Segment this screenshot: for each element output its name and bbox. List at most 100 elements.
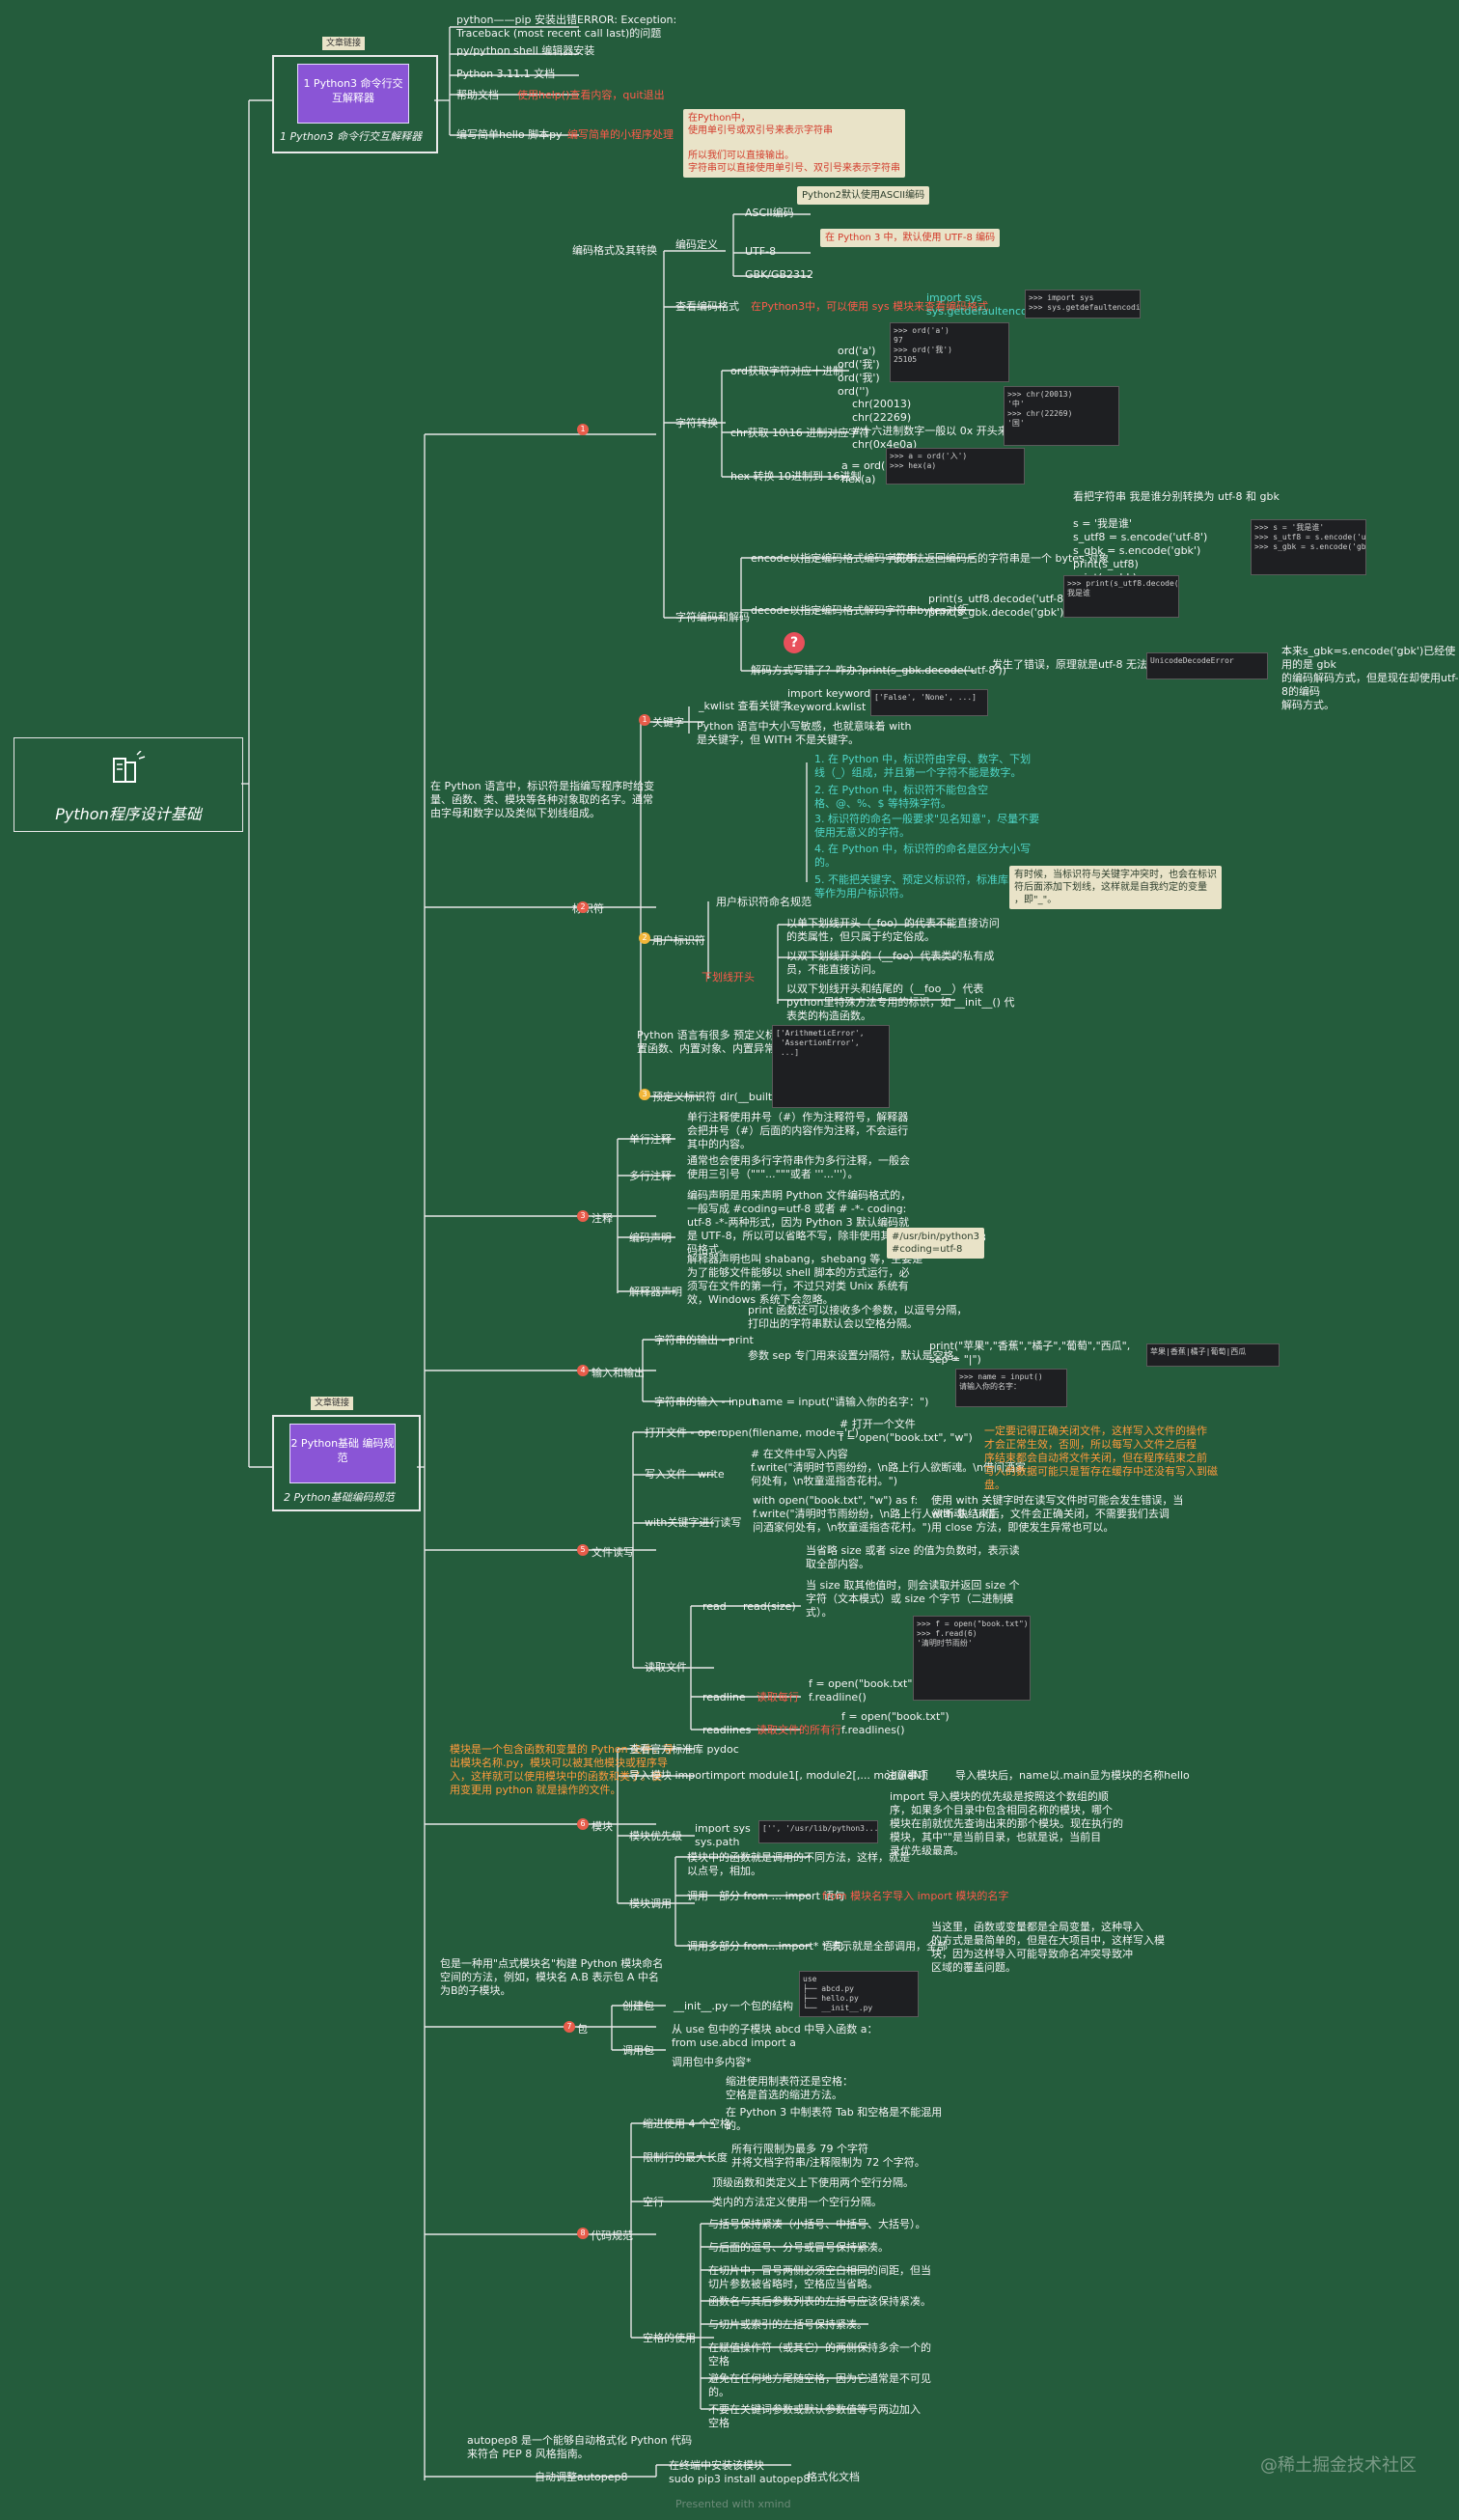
topic-c8d5[interactable]: 与切片或索引的左括号保持紧凑。 [708, 2318, 867, 2331]
topic-c4a1[interactable]: print 函数还可以接收多个参数，以逗号分隔， 打印出的字符串默认会以空格分隔… [748, 1304, 968, 1330]
topic-c6d3[interactable]: 调用多部分 from...import* 语句 [687, 1940, 843, 1952]
topic-c1d3v[interactable]: print(s_gbk.decode('utf-8')) [862, 664, 1006, 677]
section-2-link-tag[interactable]: 文章链接 [311, 1397, 354, 1410]
topic-c7b2[interactable]: 调用包中多内容* [672, 2056, 752, 2068]
topic-c8d6[interactable]: 在赋值操作符（或其它）的两侧保持多余一个的 空格 [708, 2341, 931, 2368]
topic-c1a3[interactable]: GBK/GB2312 [745, 268, 814, 281]
topic-c8a[interactable]: 缩进使用 4 个空格 [643, 2118, 730, 2130]
section-1-link-tag[interactable]: 文章链接 [322, 37, 366, 50]
topic-t7[interactable]: 编写简单的小程序处理 [567, 128, 674, 141]
topic-c8d3[interactable]: 在切片中，冒号两侧必须空白相同的间距，但当 切片参数被省略时，空格应当省略。 [708, 2264, 931, 2290]
topic-c8d1[interactable]: 与括号保持紧凑（小括号、中括号、大括号）。 [708, 2218, 926, 2230]
topic-c5d2a[interactable]: 读取每行 [757, 1691, 799, 1703]
topic-c6b[interactable]: 导入模块 import [629, 1769, 710, 1782]
topic-c7[interactable]: 包 [577, 2023, 588, 2035]
topic-c1d3b[interactable]: 本来s_gbk=s.encode('gbk')已经使用的是 gbk 的编码解码方… [1281, 645, 1459, 711]
topic-c1a2[interactable]: UTF-8 [745, 245, 777, 258]
topic-c6d3b[interactable]: 当这里，函数或变量都是全局变量，这种导入 的方式是最简单的，但是在大项目中，这样… [931, 1921, 1165, 1974]
topic-c3b1[interactable]: 通常也会使用多行字符串作为多行注释，一般会 使用三引号（"""..."""或者 … [687, 1154, 910, 1180]
topic-c8d8[interactable]: 不要在关键词参数或默认参数值等号两边加入 空格 [708, 2403, 921, 2429]
section-1-card[interactable]: 1 Python3 命令行交互解释器 [297, 64, 409, 124]
topic-c2b2[interactable]: 2. 在 Python 中，标识符不能包含空 格、@、%、$ 等特殊字符。 [814, 784, 989, 810]
section-2-card[interactable]: 2 Python基础 编码规范 [289, 1424, 396, 1483]
topic-c2b[interactable]: 用户标识符 [652, 934, 705, 947]
topic-c4a[interactable]: 字符串的输出 - print [654, 1334, 754, 1346]
topic-c6c[interactable]: 模块优先级 [629, 1830, 682, 1842]
topic-c8b1[interactable]: 所有行限制为最多 79 个字符 并将文档字符串/注释限制为 72 个字符。 [731, 2143, 925, 2169]
topic-c5a1[interactable]: open(filename, mode='r') [722, 1426, 859, 1439]
topic-c8d[interactable]: 空格的使用 [643, 2332, 696, 2344]
topic-c3[interactable]: 注释 [592, 1212, 613, 1225]
topic-c5a2[interactable]: # 打开一个文件 f = open("book.txt", "w") [840, 1418, 973, 1444]
topic-c6[interactable]: 模块 [592, 1820, 613, 1833]
topic-t4[interactable]: 帮助文档 [456, 89, 499, 101]
topic-c5[interactable]: 文件读写 [592, 1546, 634, 1559]
topic-c1d1a[interactable]: 该方法返回编码后的字符串是一个 bytes 对象 [893, 552, 1110, 565]
topic-c8b[interactable]: 限制行的最大长度 [643, 2151, 728, 2164]
topic-c4[interactable]: 输入和输出 [592, 1367, 645, 1379]
topic-c5c2[interactable]: 使用 with 关键字时在读写文件时可能会发生错误，当 with 块结束后，文件… [931, 1494, 1184, 1534]
topic-c4a2[interactable]: 参数 sep 专门用来设置分隔符，默认是空格。 [748, 1349, 965, 1362]
topic-c3a1[interactable]: 单行注释使用井号（#）作为注释符号，解释器 会把井号（#）后面的内容作为注释，不… [687, 1111, 909, 1150]
topic-c8d7[interactable]: 避免在任何地方尾随空格，因为它通常是不可见 的。 [708, 2372, 931, 2398]
root-node[interactable] [14, 737, 243, 832]
topic-c8[interactable]: 代码规范 [591, 2229, 633, 2242]
topic-c1b[interactable]: 查看编码格式 [675, 300, 739, 313]
topic-c2a[interactable]: 关键字 [652, 716, 684, 729]
topic-c9b[interactable]: 格式化文档 [807, 2471, 860, 2483]
topic-c2b3[interactable]: 3. 标识符的命名一般要求"见名知意"，尽量不要 使用无意义的字符。 [814, 813, 1040, 839]
topic-c1d1[interactable]: encode以指定编码格式编码字符串 [751, 552, 918, 565]
topic-c5c[interactable]: with关键字进行读写 [645, 1516, 742, 1529]
topic-c4a3[interactable]: print("苹果","香蕉","橘子","葡萄","西瓜", sep = "|… [929, 1340, 1131, 1366]
topic-c8c1[interactable]: 顶级函数和类定义上下使用两个空行分隔。 [712, 2176, 914, 2189]
topic-c6b3[interactable]: 导入模块后，name以.main显为模块的名称hello [955, 1769, 1190, 1782]
topic-c6a[interactable]: 查看官方标准库 pydoc [629, 1743, 739, 1756]
topic-c4b[interactable]: 字符串的输入 - input [654, 1396, 757, 1408]
topic-c2c[interactable]: 预定义标识符 [652, 1091, 716, 1103]
topic-c5d2b[interactable]: f = open("book.txt") f.readline() [809, 1677, 917, 1703]
topic-c5e[interactable]: 一定要记得正确关闭文件，这样写入文件的操作 才会正常生效，否则，所以每写入文件之… [984, 1425, 1218, 1491]
topic-c6d2[interactable]: 调用一部分 from ... import 语句 [687, 1890, 845, 1902]
topic-c5d1c[interactable]: 当 size 取其他值时，则会读取并返回 size 个 字符（文本模式）或 si… [806, 1579, 1020, 1619]
topic-c5c1[interactable]: with open("book.txt", "w") as f: f.write… [753, 1494, 996, 1534]
topic-c3d1[interactable]: 解释器声明也叫 shabang，shebang 等，主要是 为了能够文件能够以 … [687, 1253, 923, 1306]
topic-c1d1v[interactable]: 看把字符串 我是谁分别转换为 utf-8 和 gbk s = '我是谁' s_u… [1073, 490, 1280, 584]
topic-c1b1[interactable]: 在Python3中，可以使用 sys 模块来查看编码格式 [751, 300, 989, 313]
topic-c1c1v[interactable]: ord('a') ord('我') ord('我') ord('') [838, 345, 880, 398]
topic-c6b2[interactable]: 注意事项 [886, 1769, 928, 1782]
topic-c2a2[interactable]: Python 语言中大小写敏感，也就意味着 with 是关键字，但 WITH 不… [697, 720, 912, 746]
topic-c3a[interactable]: 单行注释 [629, 1133, 672, 1146]
topic-c2b4[interactable]: 4. 在 Python 中，标识符的命名是区分大小写 的。 [814, 843, 1032, 869]
topic-c1c3[interactable]: hex 转换 10进制到 16进制 [730, 470, 862, 483]
topic-c9[interactable]: 自动调整autopep8 [535, 2471, 628, 2483]
topic-c8a1[interactable]: 缩进使用制表符还是空格： 空格是首选的缩进方法。 [726, 2075, 853, 2101]
topic-c7a1[interactable]: __init__.py [674, 2000, 729, 2012]
topic-t1[interactable]: python——pip 安装出错ERROR: Exception: Traceb… [456, 14, 677, 40]
topic-c5d3a[interactable]: 读取文件的所有行 [757, 1724, 841, 1736]
topic-c1a[interactable]: 编码定义 [675, 238, 718, 251]
topic-c5d3b[interactable]: f = open("book.txt") f.readlines() [841, 1710, 950, 1736]
topic-c2n[interactable]: 在 Python 语言中，标识符是指编写程序时给变 量、函数、类、模块等各种对象… [430, 780, 655, 819]
topic-c1d2[interactable]: decode以指定编码格式解码字符串bytes对象 [751, 604, 968, 617]
topic-c1c2[interactable]: chr获取 10\16 进制对应字符 [730, 427, 870, 439]
topic-c3c1[interactable]: 编码声明是用来声明 Python 文件编码格式的， 一般写成 #coding=u… [687, 1189, 913, 1256]
topic-c1c1[interactable]: ord获取字符对应十进制 [730, 365, 844, 377]
topic-c5a[interactable]: 打开文件 - open [645, 1426, 725, 1439]
topic-t2[interactable]: py/python shell 编辑器安装 [456, 44, 595, 57]
topic-c6d2a[interactable]: from 模块名字导入 import 模块的名字 [822, 1890, 1009, 1902]
topic-c8d4[interactable]: 函数名与其后参数列表的左括号应该保持紧凑。 [708, 2295, 931, 2308]
topic-c7b[interactable]: 调用包 [622, 2044, 654, 2057]
topic-c1[interactable]: 编码格式及其转换 [572, 244, 657, 257]
topic-c4b1[interactable]: name = input("请输入你的名字：") [753, 1396, 929, 1408]
topic-t6[interactable]: 编写简单hello 脚本py [456, 128, 563, 141]
topic-c5d3[interactable]: readlines [702, 1724, 752, 1736]
topic-c3c[interactable]: 编码声明 [629, 1232, 672, 1244]
topic-c6c1[interactable]: import sys sys.path [695, 1822, 751, 1848]
topic-c8c[interactable]: 空行 [643, 2196, 664, 2208]
topic-c1a1[interactable]: ASCII编码 [745, 207, 794, 219]
topic-c6c2[interactable]: import 导入模块的优先级是按照这个数组的顺 序，如果多个目录中包含相同名称… [890, 1790, 1123, 1857]
topic-c2b6a[interactable]: 以单下划线开头（_foo）的代表不能直接访问 的类属性，但只属于约定俗成。 [786, 917, 1000, 943]
topic-c1d2v[interactable]: print(s_utf8.decode('utf-8')) print(s_gb… [928, 593, 1075, 619]
topic-c5d1[interactable]: read [702, 1600, 727, 1613]
topic-c5b1[interactable]: # 在文件中写入内容 f.write("清明时节雨纷纷，\n路上行人欲断魂。\n… [751, 1448, 1026, 1487]
